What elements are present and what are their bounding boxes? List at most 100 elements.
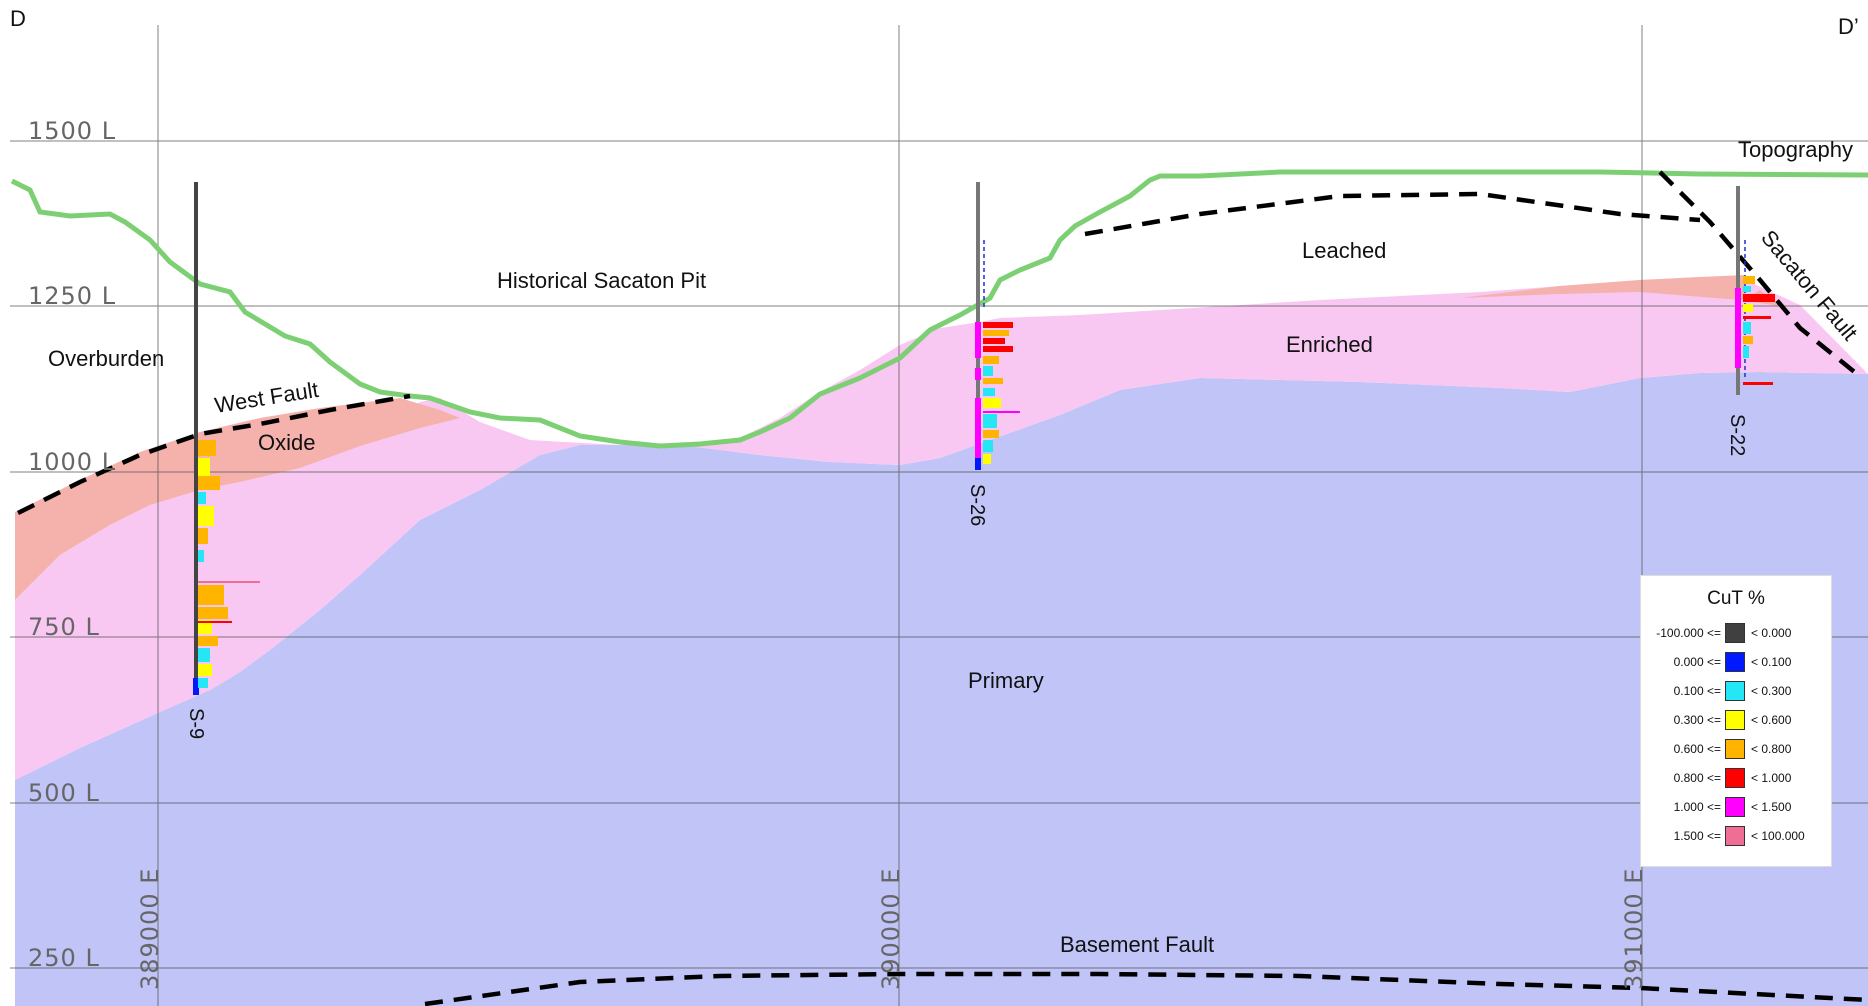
s26-assay-6 (983, 366, 993, 376)
drillhole-s9-blue-end (193, 678, 199, 695)
legend-row: 1.500 <= < 100.000 (1641, 821, 1831, 850)
s9-assay-14 (198, 648, 210, 662)
elevation-label-750: 750 L (28, 613, 100, 641)
legend-row: 0.800 <= < 1.000 (1641, 763, 1831, 792)
drillhole-s22-magenta (1735, 288, 1741, 368)
drillhole-s22 (1735, 186, 1775, 395)
legend-swatch (1725, 767, 1745, 788)
s9-assay-13 (198, 636, 218, 646)
legend-low: 0.600 <= (1673, 741, 1721, 756)
legend-swatch (1725, 622, 1745, 643)
legend-row: 0.000 <= < 0.100 (1641, 647, 1831, 676)
drillhole-s22-label: S-22 (1726, 414, 1748, 456)
legend-low: -100.000 <= (1656, 625, 1721, 640)
oxide-label: Oxide (258, 430, 315, 455)
s9-assay-10 (198, 607, 228, 619)
s26-assay-8 (983, 388, 995, 396)
s22-assay-6 (1743, 322, 1751, 334)
legend-swatch (1725, 796, 1745, 817)
s9-assay-3 (198, 476, 220, 490)
legend-low: 0.000 <= (1673, 654, 1721, 669)
legend-low: 0.300 <= (1673, 712, 1721, 727)
elevation-label-1500: 1500 L (28, 117, 116, 145)
drillhole-s26-blue-end (975, 458, 981, 470)
topography-label: Topography (1738, 137, 1853, 162)
west-fault-line (16, 393, 411, 516)
drillhole-s9 (193, 182, 260, 695)
legend-high: < 100.000 (1751, 828, 1805, 843)
elevation-label-250: 250 L (28, 944, 100, 972)
elevation-label-1250: 1250 L (28, 282, 116, 310)
s22-assay-7 (1743, 336, 1753, 344)
legend-row: 0.600 <= < 0.800 (1641, 734, 1831, 763)
elevation-label-1000: 1000 L (28, 448, 116, 476)
legend-title: CuT % (1707, 588, 1765, 609)
s9-assay-1 (198, 440, 216, 456)
easting-label-390000: 390000 E (877, 868, 905, 990)
legend-low: 0.100 <= (1673, 683, 1721, 698)
s26-assay-2 (983, 330, 1009, 336)
s22-assay-2 (1743, 286, 1751, 292)
s26-assay-5 (983, 356, 999, 364)
historical-pit-label: Historical Sacaton Pit (497, 268, 706, 293)
primary-label: Primary (968, 668, 1044, 693)
enriched-label: Enriched (1286, 332, 1373, 357)
s26-assay-9 (983, 398, 1001, 408)
legend-row: 0.100 <= < 0.300 (1641, 676, 1831, 705)
s26-assay-11 (983, 414, 997, 428)
drillhole-s9-label: S-9 (185, 708, 207, 739)
s9-assay-15 (198, 664, 212, 676)
s9-assay-5 (198, 506, 214, 526)
faults (16, 170, 1868, 1006)
legend-row: -100.000 <= < 0.000 (1641, 618, 1831, 647)
sacaton-fault-line (1658, 170, 1864, 380)
s9-assay-7 (198, 550, 204, 562)
enriched-zone (15, 277, 1868, 780)
topography-line (10, 169, 1868, 449)
s22-assay-3 (1743, 294, 1775, 302)
legend-high: < 0.100 (1751, 654, 1792, 669)
s9-assay-6 (198, 528, 208, 544)
s22-assay-4 (1743, 304, 1753, 312)
easting-label-389000: 389000 E (136, 868, 164, 990)
legend-swatch (1725, 825, 1745, 846)
drillhole-s26 (975, 182, 1020, 470)
basement-fault-line (424, 971, 1868, 1006)
s9-assay-9 (198, 585, 224, 605)
s26-assay-4 (983, 346, 1013, 352)
legend-high: < 1.000 (1751, 770, 1792, 785)
s26-assay-7 (983, 378, 1003, 384)
legend-high: < 0.000 (1751, 625, 1792, 640)
legend-row: 1.000 <=< 1.500 (1641, 792, 1831, 821)
legend-swatch (1725, 651, 1745, 672)
s22-assay-1 (1743, 276, 1755, 284)
legend-row: 0.300 <= < 0.600 (1641, 705, 1831, 734)
s26-assay-1 (983, 322, 1013, 328)
legend-high: < 1.500 (1751, 799, 1792, 814)
legend-low: 1.500 <= (1673, 828, 1721, 843)
legend-swatch (1725, 680, 1745, 701)
section-end-label: D’ (1838, 14, 1859, 39)
drillhole-s26-magenta-3 (975, 398, 981, 458)
legend-swatch (1725, 738, 1745, 759)
s22-assay-5 (1743, 316, 1771, 319)
s22-assay-9 (1743, 382, 1773, 385)
s26-assay-3 (983, 338, 1005, 344)
drillhole-s26-magenta-1 (975, 322, 981, 358)
section-start-label: D (10, 6, 26, 31)
s26-assay-14 (983, 454, 991, 464)
legend-swatch (1725, 709, 1745, 730)
legend-low: 0.800 <= (1673, 770, 1721, 785)
upper-leached-fault-line (1084, 191, 1701, 237)
easting-label-391000: 391000 E (1620, 868, 1648, 990)
oxide-zone (15, 398, 460, 600)
legend-high: < 0.600 (1751, 712, 1792, 727)
leached-label: Leached (1302, 238, 1386, 263)
legend-high: < 0.300 (1751, 683, 1792, 698)
elevation-label-500: 500 L (28, 779, 100, 807)
drillhole-s26-magenta-2 (975, 368, 981, 380)
legend-high: < 0.800 (1751, 741, 1792, 756)
